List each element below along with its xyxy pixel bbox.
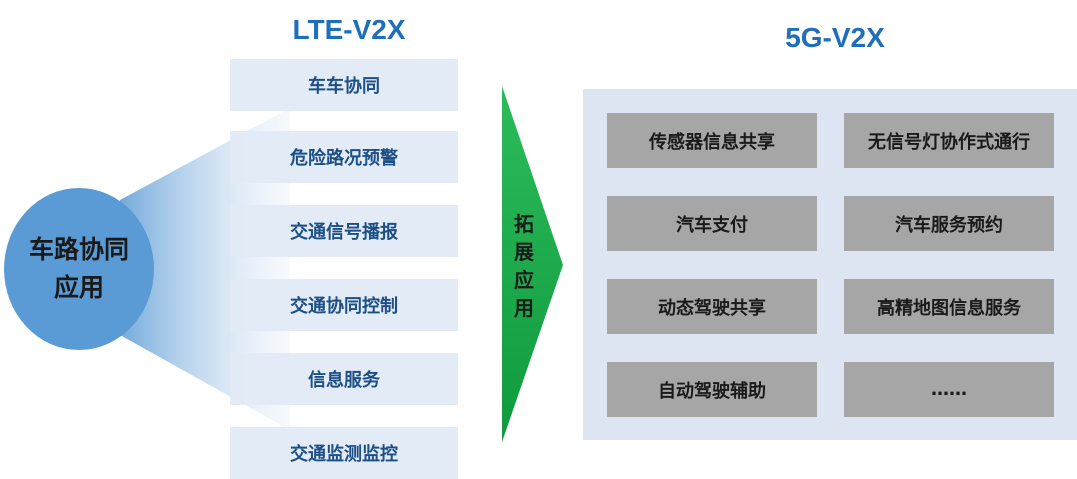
arrow-char: 用 [514,296,534,320]
5g-v2x-title: 5G-V2X [785,22,885,53]
5g-item: 汽车服务预约 [844,196,1054,251]
5g-item: 传感器信息共享 [607,113,817,168]
lte-item: 交通监测监控 [230,427,458,479]
expand-arrow [502,86,563,442]
lte-item: 车车协同 [230,59,458,111]
hub-label-line1: 车路协同 [28,235,129,264]
lte-item: 信息服务 [230,353,458,405]
lte-item: 交通信号播报 [230,205,458,257]
hub-circle: 车路协同 应用 [4,188,154,350]
lte-v2x-title: LTE-V2X [292,14,406,45]
lte-item: 交通协同控制 [230,279,458,331]
arrow-char: 展 [514,240,534,264]
hub-label-line2: 应用 [53,273,104,302]
5g-item: 自动驾驶辅助 [607,362,817,417]
5g-item: 汽车支付 [607,196,817,251]
5g-item: 动态驾驶共享 [607,279,817,334]
5g-item: 高精地图信息服务 [844,279,1054,334]
arrow-char: 应 [514,268,534,292]
5g-item: …… [844,362,1054,417]
expand-arrow-label: 拓 展 应 用 [500,210,548,322]
5g-item: 无信号灯协作式通行 [844,113,1054,168]
lte-item: 危险路况预警 [230,131,458,183]
arrow-char: 拓 [514,212,534,236]
